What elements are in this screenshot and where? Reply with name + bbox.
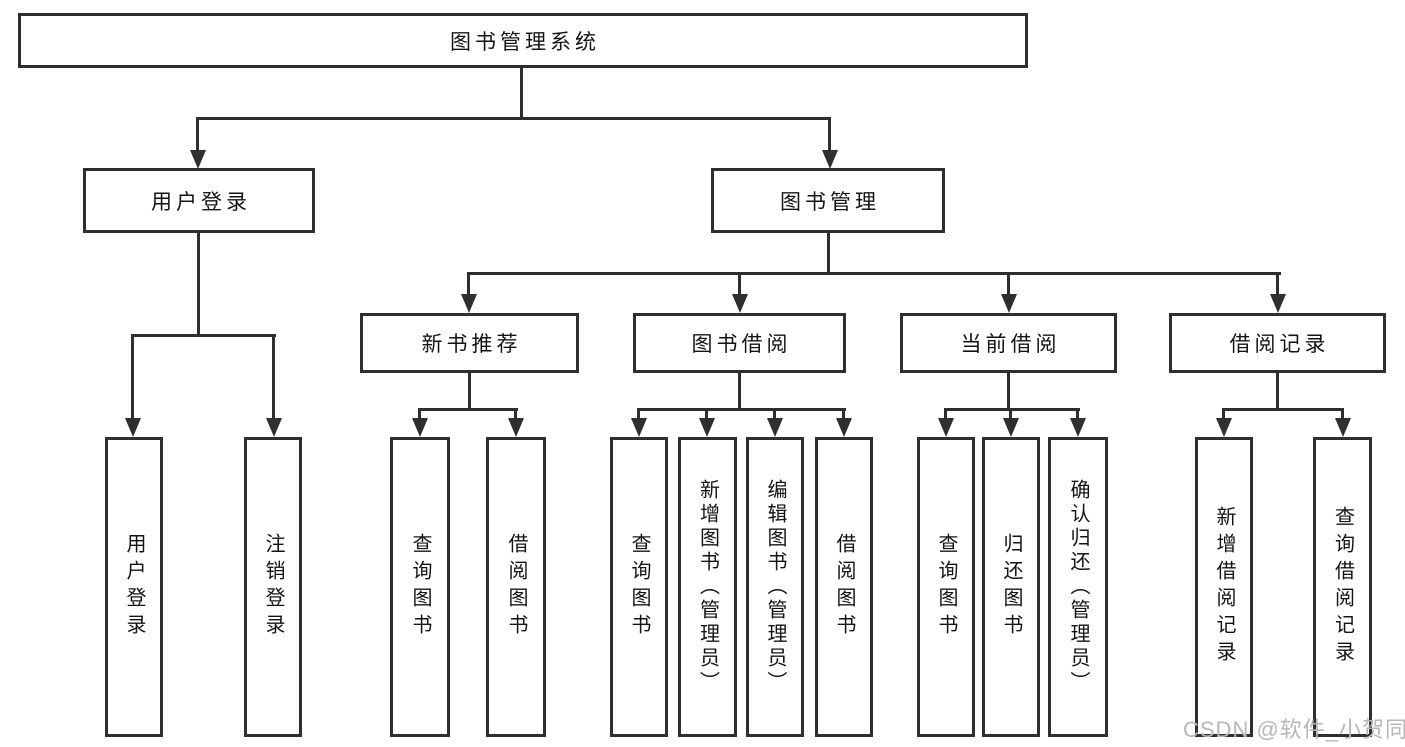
- arrowhead-down-icon: [1003, 418, 1019, 437]
- leaf-label: 归还图书: [1000, 533, 1022, 641]
- leaf-nb-borrow-books: 借阅图书: [486, 437, 546, 737]
- connector-line: [467, 272, 470, 296]
- leaf-label: 编辑图书（管理员）: [764, 479, 786, 695]
- leaf-nb-query-books: 查询图书: [390, 437, 450, 737]
- connector-line: [418, 408, 421, 420]
- leaf-label: 借阅图书: [833, 533, 855, 641]
- arrowhead-down-icon: [266, 418, 282, 437]
- connector-line: [773, 408, 776, 420]
- leaf-br-add-record: 新增借阅记录: [1195, 437, 1253, 737]
- leaf-label: 注销登录: [262, 533, 284, 641]
- arrowhead-down-icon: [1070, 418, 1086, 437]
- leaf-label: 查询借阅记录: [1331, 506, 1354, 668]
- connector-line: [1009, 408, 1012, 420]
- leaf-cb-return-books: 归还图书: [982, 437, 1040, 737]
- node-current-borrowing: 当前借阅: [900, 313, 1117, 373]
- leaf-user-login: 用户登录: [105, 437, 163, 737]
- node-label: 用户登录: [151, 190, 251, 214]
- connector-line: [637, 408, 640, 420]
- node-user-login: 用户登录: [83, 168, 315, 233]
- connector-line: [828, 117, 831, 151]
- connector-line: [944, 408, 947, 420]
- connector-line: [827, 233, 830, 275]
- connector-line: [1222, 408, 1225, 420]
- connector-line: [196, 117, 199, 151]
- node-new-book-recommend: 新书推荐: [360, 313, 579, 373]
- leaf-label: 用户登录: [123, 533, 145, 641]
- leaf-label: 借阅图书: [505, 533, 527, 641]
- node-book-borrowing: 图书借阅: [633, 313, 846, 373]
- arrowhead-down-icon: [699, 418, 715, 437]
- arrowhead-down-icon: [822, 150, 838, 169]
- connector-line: [418, 408, 518, 411]
- arrowhead-down-icon: [412, 418, 428, 437]
- arrowhead-down-icon: [1216, 418, 1232, 437]
- connector-line: [1007, 373, 1010, 411]
- connector-line: [1341, 408, 1344, 420]
- leaf-label: 查询图书: [628, 533, 650, 641]
- connector-line: [468, 373, 471, 411]
- leaf-br-query-record: 查询借阅记录: [1313, 437, 1372, 737]
- node-label: 图书管理: [780, 190, 880, 214]
- leaf-label: 查询图书: [935, 533, 957, 641]
- connector-line: [842, 408, 845, 420]
- arrowhead-down-icon: [508, 418, 524, 437]
- connector-line: [272, 334, 275, 419]
- arrowhead-down-icon: [125, 418, 141, 437]
- leaf-label: 确认归还（管理员）: [1067, 479, 1089, 695]
- arrowhead-down-icon: [1335, 418, 1351, 437]
- connector-line: [637, 408, 846, 411]
- leaf-cb-query-books: 查询图书: [917, 437, 975, 737]
- leaf-label: 查询图书: [409, 533, 431, 641]
- connector-line: [1007, 272, 1010, 296]
- arrowhead-down-icon: [1001, 294, 1017, 313]
- node-label: 图书管理系统: [450, 30, 600, 54]
- leaf-label: 新增图书（管理员）: [696, 479, 719, 695]
- connector-line: [131, 334, 134, 419]
- node-book-management: 图书管理: [711, 168, 945, 233]
- connector-line: [197, 233, 200, 337]
- connector-line: [944, 408, 1080, 411]
- node-borrowing-records: 借阅记录: [1169, 313, 1386, 373]
- leaf-bb-add-books-admin: 新增图书（管理员）: [678, 437, 737, 737]
- node-label: 借阅记录: [1229, 333, 1330, 356]
- connector-line: [738, 272, 741, 296]
- node-label: 图书借阅: [691, 333, 792, 356]
- leaf-bb-borrow-books: 借阅图书: [815, 437, 873, 737]
- arrowhead-down-icon: [732, 294, 748, 313]
- leaf-bb-query-books: 查询图书: [610, 437, 668, 737]
- leaf-logout: 注销登录: [244, 437, 302, 737]
- connector-line: [196, 117, 831, 120]
- node-label: 新书推荐: [421, 333, 522, 356]
- arrowhead-down-icon: [938, 418, 954, 437]
- connector-line: [514, 408, 517, 420]
- arrowhead-down-icon: [190, 150, 206, 169]
- connector-line: [467, 272, 1281, 275]
- arrowhead-down-icon: [836, 418, 852, 437]
- connector-line: [131, 334, 276, 337]
- watermark: CSDN @软件_小贺同学: [1183, 717, 1405, 742]
- node-label: 当前借阅: [960, 333, 1061, 356]
- arrowhead-down-icon: [631, 418, 647, 437]
- connector-line: [1222, 408, 1344, 411]
- connector-line: [520, 68, 523, 119]
- connector-line: [1076, 408, 1079, 420]
- arrowhead-down-icon: [461, 294, 477, 313]
- connector-line: [705, 408, 708, 420]
- connector-line: [1276, 373, 1279, 411]
- leaf-label: 新增借阅记录: [1213, 506, 1235, 668]
- node-library-system: 图书管理系统: [18, 13, 1028, 68]
- arrowhead-down-icon: [1270, 294, 1286, 313]
- connector-line: [738, 373, 741, 411]
- leaf-cb-confirm-return-admin: 确认归还（管理员）: [1048, 437, 1108, 737]
- leaf-bb-edit-books-admin: 编辑图书（管理员）: [746, 437, 804, 737]
- arrowhead-down-icon: [767, 418, 783, 437]
- connector-line: [1276, 272, 1279, 296]
